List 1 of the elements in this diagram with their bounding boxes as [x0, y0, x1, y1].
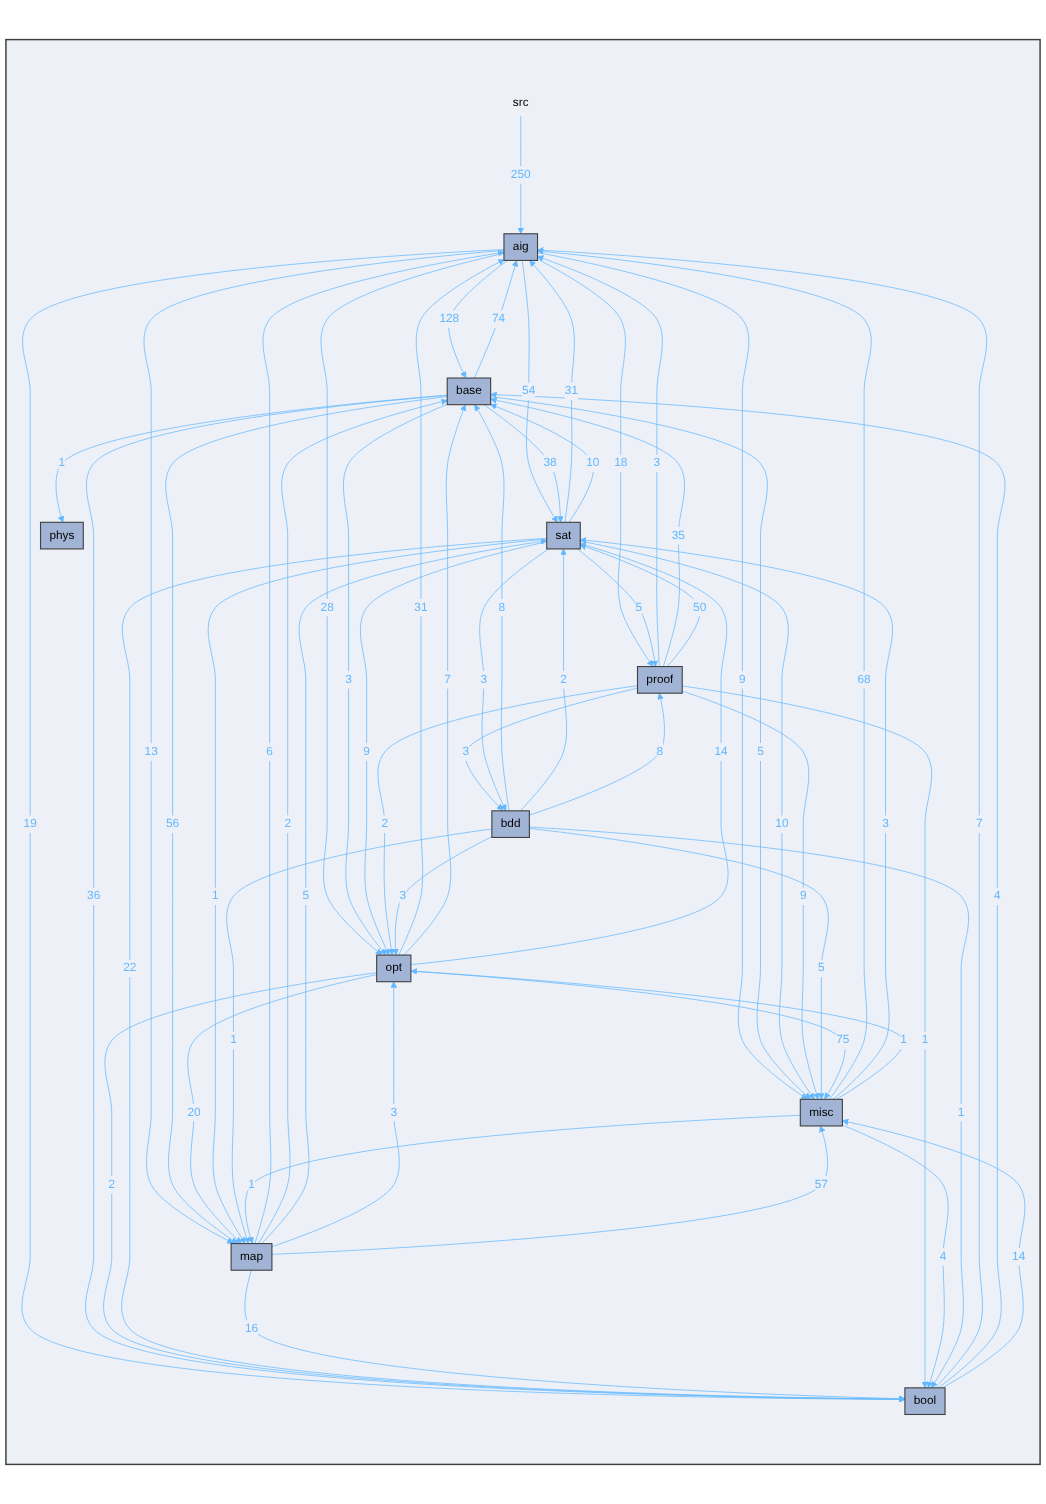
cluster [5, 38, 1041, 1466]
